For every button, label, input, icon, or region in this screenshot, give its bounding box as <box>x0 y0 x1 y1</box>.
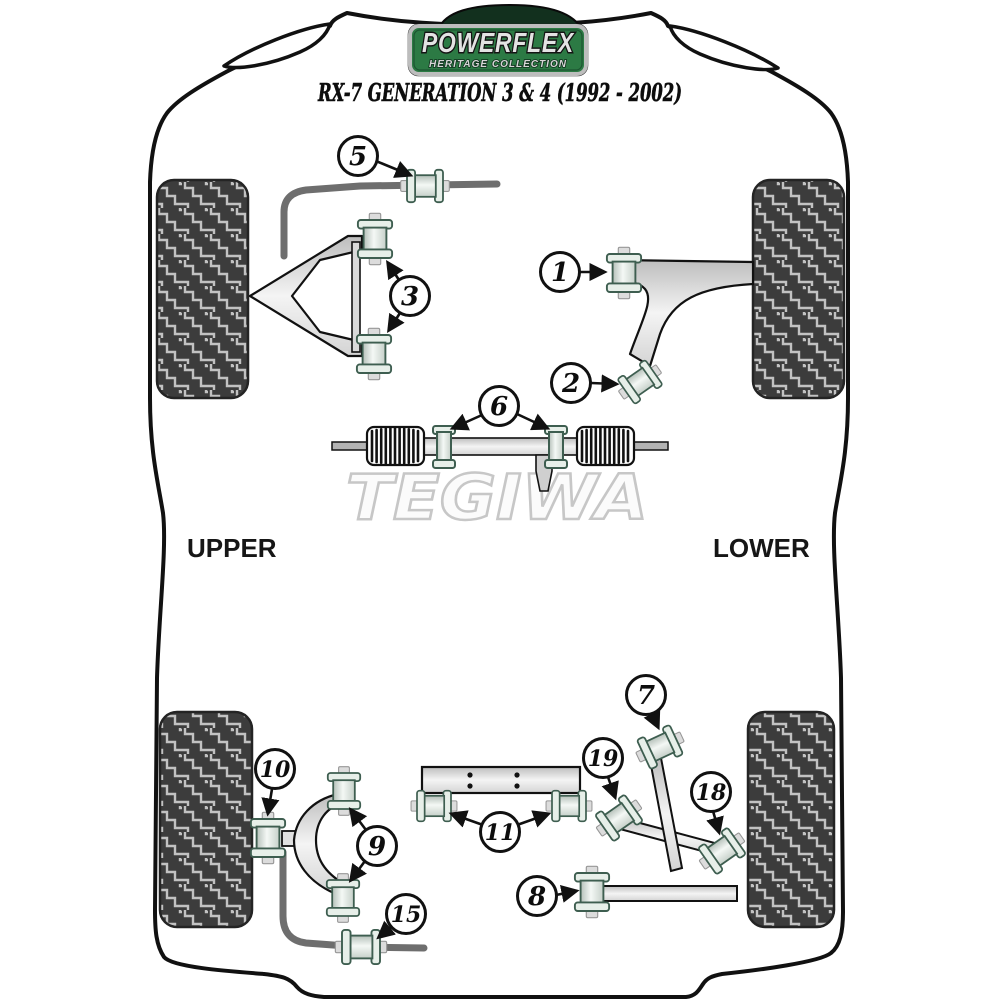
rear-trailing-rod <box>648 756 684 873</box>
callout-7: 7 <box>625 674 667 731</box>
tire-rear-left <box>158 710 254 929</box>
svg-text:15: 15 <box>391 902 422 928</box>
callout-19: 19 <box>582 737 624 801</box>
bushing-subframe-right <box>545 789 593 823</box>
bushing-rear-arb <box>334 928 388 966</box>
bushing-toe-rod <box>573 865 611 919</box>
front-lower-arm <box>618 258 755 368</box>
tire-front-right <box>751 178 846 400</box>
callout-10: 10 <box>254 748 296 817</box>
callout-15: 15 <box>376 893 427 940</box>
steering-rack <box>331 425 669 492</box>
rear-subframe-bar <box>420 765 582 795</box>
label-upper: UPPER <box>187 533 277 563</box>
bushing-front-lower-rear <box>611 355 669 409</box>
bushing-front-upper-bottom <box>355 327 393 381</box>
tire-front-left <box>155 178 250 400</box>
steering-rack-mount-left <box>432 425 456 469</box>
bushing-front-lower-front <box>605 246 643 300</box>
watermark-text: TEGIWA <box>346 461 648 534</box>
svg-text:2: 2 <box>561 369 580 399</box>
bushing-lower-rod-inner <box>588 789 650 847</box>
front-upper-wishbone <box>248 234 364 358</box>
callout-6: 6 <box>449 385 551 431</box>
steering-rack-mount-right <box>544 425 568 469</box>
powerflex-badge: POWERFLEX HERITAGE COLLECTION <box>407 3 589 77</box>
right-mirror-outline <box>668 24 780 72</box>
svg-text:6: 6 <box>490 392 508 422</box>
callout-3: 3 <box>386 259 431 334</box>
callout-5: 5 <box>337 135 414 178</box>
svg-text:9: 9 <box>368 832 386 862</box>
svg-text:11: 11 <box>485 820 516 846</box>
steering-boot-left <box>365 425 426 467</box>
front-anti-roll-bar <box>280 180 501 260</box>
bushing-rear-upper-bottom <box>325 872 361 924</box>
bushing-rear-upper-top <box>326 765 362 817</box>
callout-18: 18 <box>690 771 732 836</box>
tire-rear-right <box>746 710 836 929</box>
callout-9: 9 <box>348 807 398 883</box>
steering-tie-rod-left <box>331 441 369 451</box>
svg-text:18: 18 <box>696 780 727 806</box>
callout-8: 8 <box>516 875 580 917</box>
bushing-subframe-left <box>410 789 458 823</box>
callout-11: 11 <box>448 810 552 853</box>
svg-text:7: 7 <box>637 681 655 711</box>
page-title: RX-7 GENERATION 3 & 4 (1992 - 2002) <box>317 78 682 107</box>
rear-toe-rod <box>599 885 738 902</box>
svg-text:8: 8 <box>527 882 546 912</box>
brand-subtitle: HERITAGE COLLECTION <box>429 59 567 70</box>
steering-tie-rod-right <box>633 441 669 451</box>
callout-1: 1 <box>539 251 608 293</box>
badge-plate <box>408 24 588 76</box>
svg-text:5: 5 <box>349 142 367 172</box>
brand-name: POWERFLEX <box>422 27 575 58</box>
svg-text:3: 3 <box>401 282 419 312</box>
steering-boot-right <box>575 425 636 467</box>
bushing-lower-rod-outer <box>691 822 753 880</box>
callout-2: 2 <box>550 362 620 404</box>
label-lower: LOWER <box>713 533 810 563</box>
left-mirror-outline <box>222 22 332 70</box>
rear-anti-roll-bar <box>279 848 428 952</box>
svg-text:19: 19 <box>588 746 619 772</box>
svg-text:10: 10 <box>260 757 291 783</box>
bushing-rear-upper-outer <box>249 811 287 865</box>
bushing-front-upper-top <box>356 212 394 266</box>
svg-text:1: 1 <box>551 258 569 288</box>
